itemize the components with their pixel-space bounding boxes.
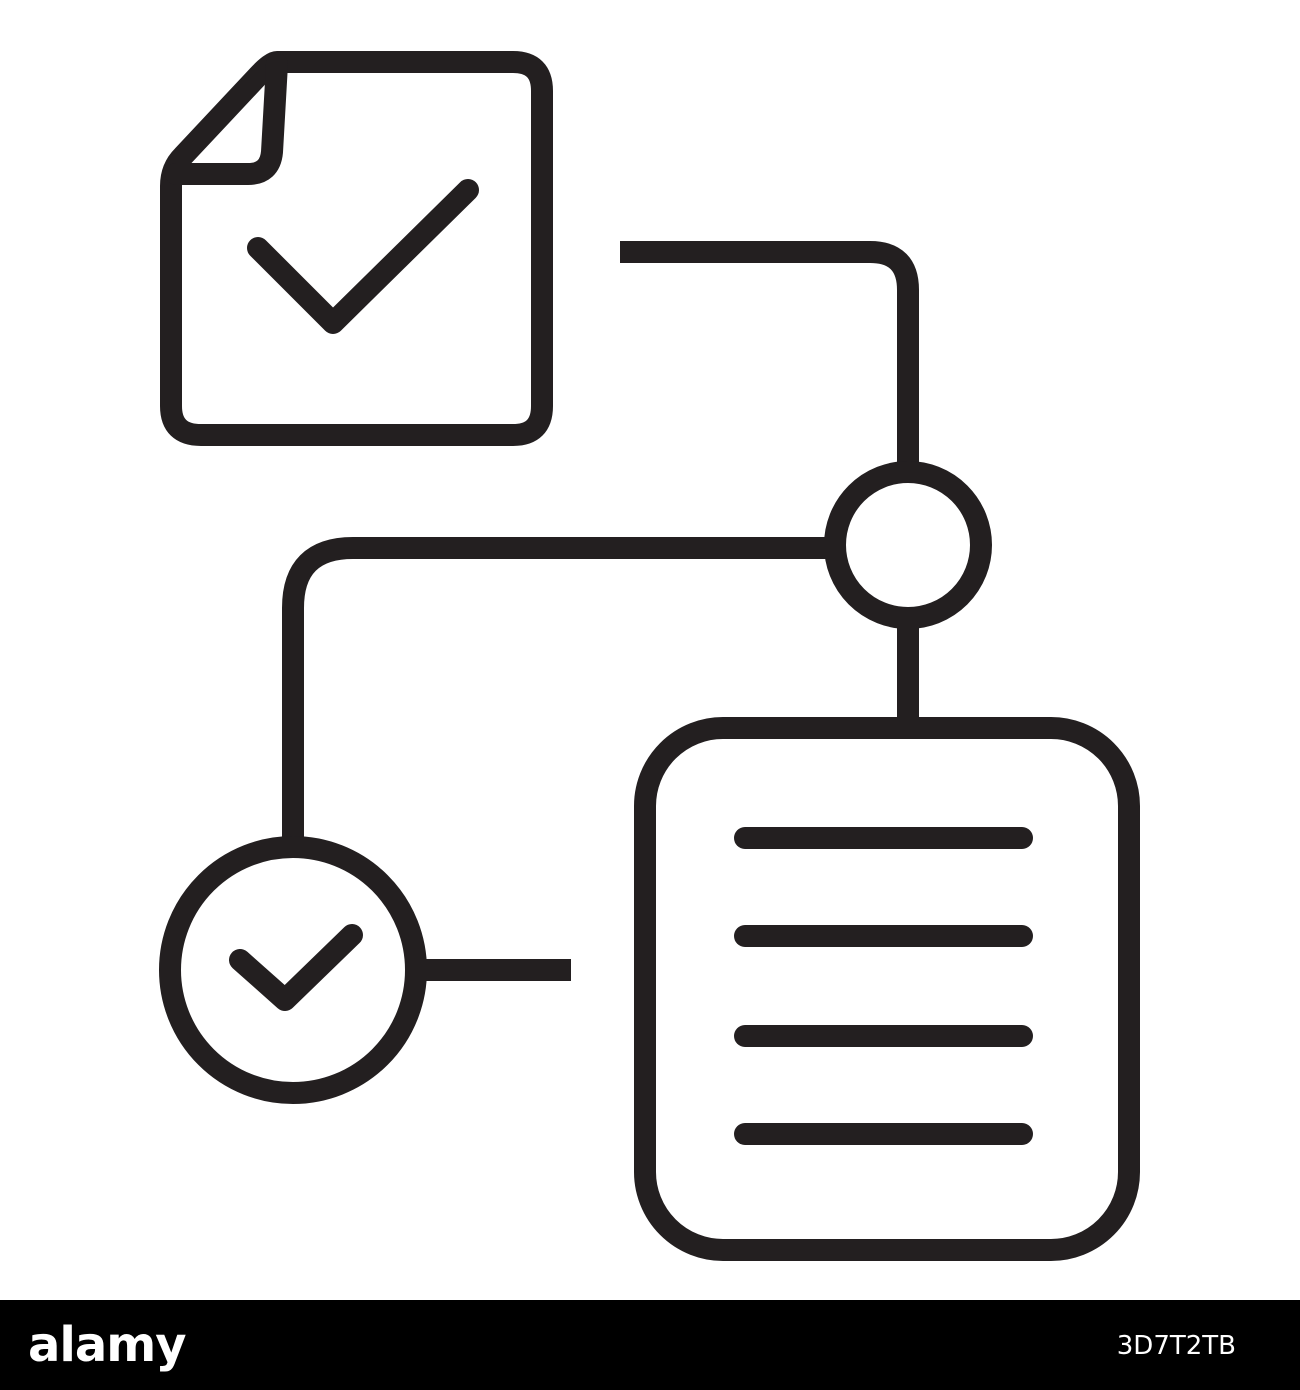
document-outline — [160, 51, 553, 446]
diagram-canvas — [159, 51, 1140, 1261]
image-id-label: 3D7T2TB — [1116, 1331, 1236, 1361]
brand-logo: alamy — [28, 1317, 187, 1373]
check-circle-outline — [159, 836, 427, 1104]
connector-node-icon — [824, 461, 992, 629]
connector-node-to-check — [282, 537, 835, 846]
list-document-icon — [634, 717, 1140, 1261]
check-circle-checkmark — [229, 924, 363, 1011]
check-circle-icon — [159, 836, 427, 1104]
document-checkmark — [247, 179, 479, 334]
connector-doc-to-node — [620, 241, 919, 472]
watermark-footer: alamy 3D7T2TB — [0, 1300, 1300, 1390]
list-document-outline — [634, 717, 1140, 1261]
document-check-icon — [160, 51, 553, 446]
workflow-diagram — [159, 51, 1140, 1261]
document-fold — [165, 53, 288, 185]
